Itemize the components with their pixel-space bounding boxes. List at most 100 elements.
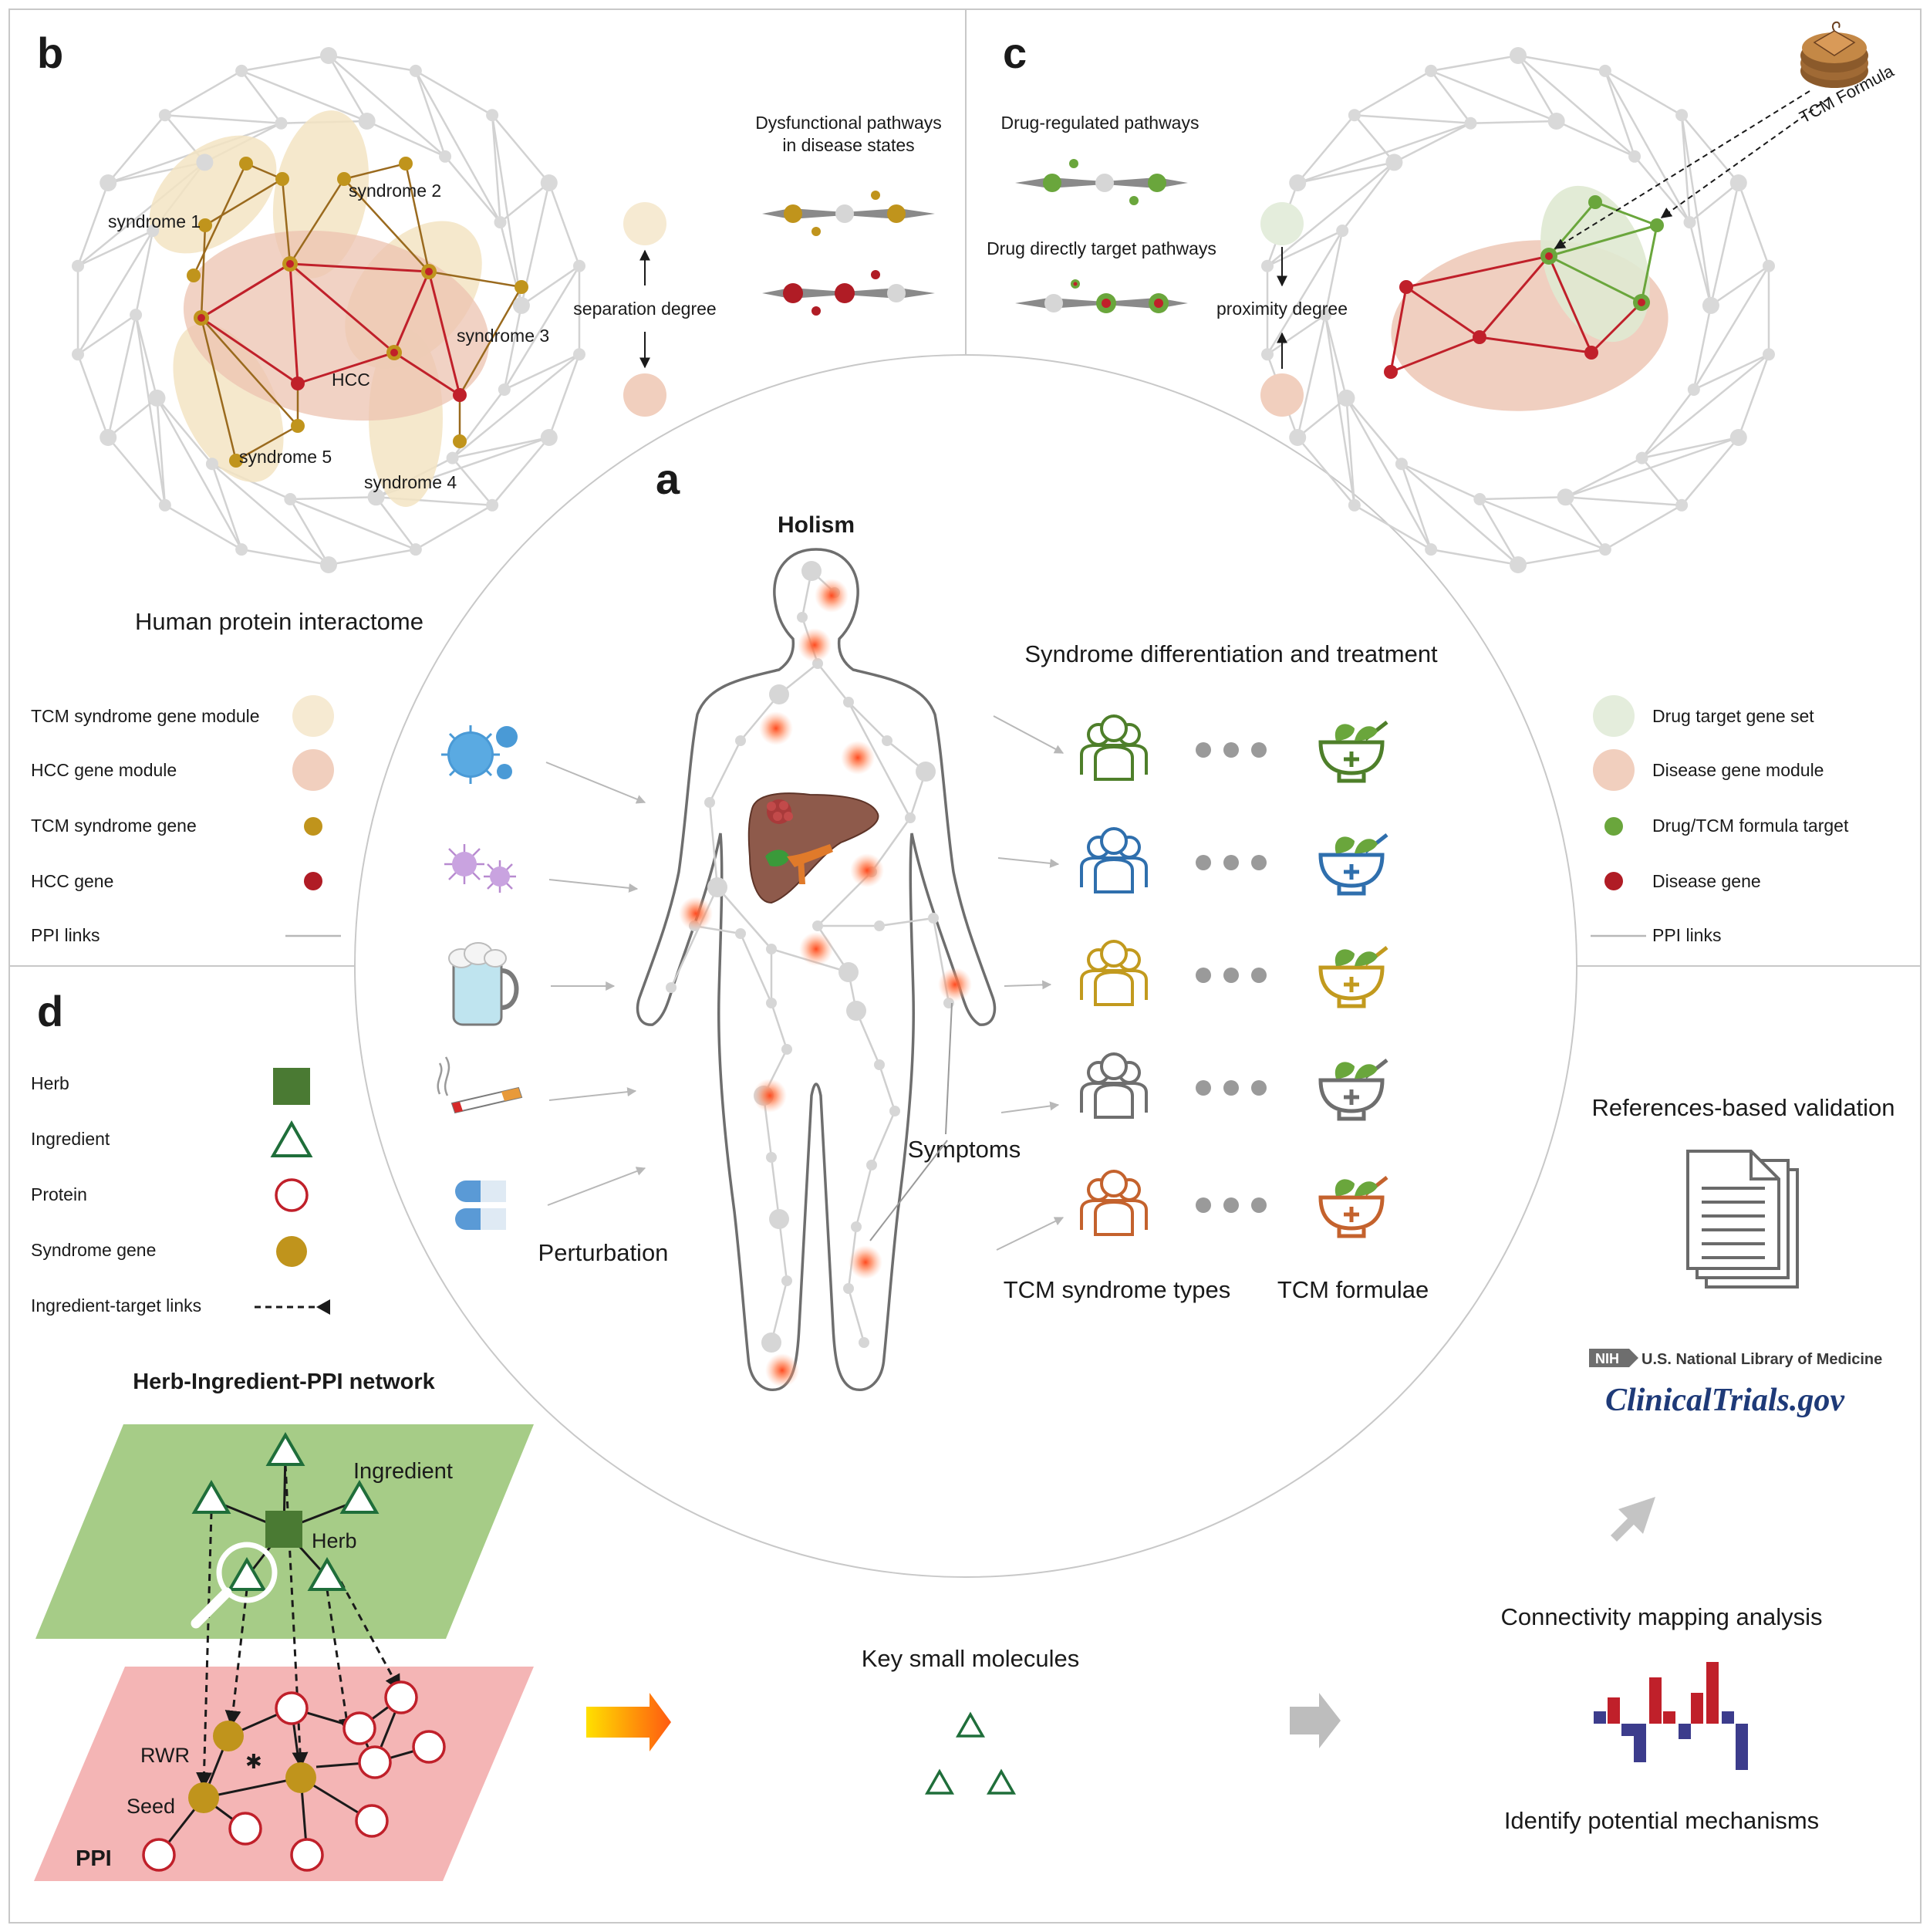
ppi-link — [1393, 122, 1472, 164]
ellipsis-dot — [1251, 742, 1267, 758]
ppi-link — [1680, 115, 1712, 306]
ellipsis-dot — [1223, 742, 1239, 758]
ppi-link — [1517, 54, 1606, 73]
ppi-link — [1604, 70, 1691, 223]
pill-capsules-icon — [455, 1180, 506, 1230]
ppi-link — [451, 457, 494, 506]
protein-node — [367, 488, 385, 506]
ppi-link — [1324, 230, 1344, 316]
ppi-link — [156, 397, 167, 505]
body-link — [879, 917, 934, 927]
protein-node — [1729, 174, 1747, 191]
body-link — [778, 1218, 788, 1282]
nih-logo: NIH — [1589, 1349, 1638, 1367]
body-link — [708, 802, 719, 888]
syndrome-link — [458, 286, 523, 396]
syndrome-gene-node — [515, 280, 528, 294]
ppi-link — [415, 69, 493, 117]
drug-link — [1548, 224, 1658, 258]
ppi-link — [107, 437, 166, 506]
ingredient-node — [265, 1432, 305, 1466]
hcc-link — [427, 271, 461, 396]
ingredient-target-link — [196, 1511, 213, 1789]
perturbation-label: Perturbation — [538, 1239, 669, 1266]
protein-node — [147, 225, 160, 238]
syndrome-link — [281, 178, 292, 265]
protein-node — [1425, 64, 1438, 77]
ppi-link — [1634, 155, 1691, 223]
ppi-link — [1430, 54, 1519, 73]
protein-node — [1289, 174, 1307, 191]
connectivity-bar — [1663, 1711, 1675, 1724]
ppi-link — [1297, 397, 1348, 438]
hotspot-glow — [753, 1079, 787, 1113]
ellipsis-dot — [1196, 1080, 1211, 1096]
protein-node — [412, 1730, 446, 1764]
body-link — [848, 701, 888, 741]
protein-node — [1425, 543, 1438, 556]
ppi-link — [1692, 305, 1712, 390]
ppi-link — [548, 353, 581, 438]
legend-d-ingredient-target: Ingredient-target links — [31, 1295, 201, 1316]
ppi-link — [1692, 265, 1770, 390]
perturb-to-syndrome-arrow — [997, 857, 1060, 868]
protein-node — [358, 112, 376, 130]
syndrome-people-icon — [1080, 1170, 1148, 1236]
ppi-link — [1710, 265, 1770, 306]
ppi-link — [1470, 120, 1557, 124]
rwr-walker-icon: ✱ — [245, 1750, 262, 1773]
ppi-link — [1430, 548, 1519, 566]
body-node — [874, 920, 885, 931]
body-node — [704, 797, 715, 808]
ppi-link — [164, 113, 282, 124]
protein-node — [1702, 296, 1719, 314]
disease-gene-node — [1473, 330, 1486, 344]
body-node — [866, 1160, 877, 1170]
hotspot-glow — [815, 579, 849, 613]
body-node — [905, 812, 916, 823]
ellipsis-dot — [1196, 742, 1211, 758]
seed-label: Seed — [127, 1795, 175, 1818]
protein-node — [130, 309, 143, 322]
ppi-link — [328, 55, 446, 157]
ppi-link — [156, 397, 243, 550]
drug-regulated-pathway — [1015, 159, 1188, 205]
ppi-link — [491, 115, 523, 306]
ppi-link — [134, 230, 154, 316]
drug-direct-pathway — [1015, 279, 1188, 313]
protein-node — [196, 154, 214, 171]
protein-node — [355, 1804, 389, 1838]
ellipsis-dot — [1196, 968, 1211, 983]
ppi-link — [241, 69, 368, 123]
ppi-link — [1517, 55, 1557, 122]
body-node — [766, 998, 777, 1008]
disease-hotspots — [679, 579, 972, 1387]
ppi-link — [1680, 115, 1691, 223]
protein-node — [320, 556, 337, 573]
syndrome-types-label: TCM syndrome types — [1004, 1276, 1231, 1303]
body-link — [770, 1157, 781, 1220]
protein-node — [1510, 556, 1527, 573]
disease-link — [1405, 255, 1550, 289]
ppi-link — [164, 69, 242, 117]
clinicaltrials-logo-text: ClinicalTrials.gov — [1605, 1383, 1845, 1418]
ppi-link — [1517, 548, 1606, 566]
interactome-title: Human protein interactome — [135, 608, 423, 635]
ppi-link — [1401, 463, 1480, 501]
ppi-link — [241, 54, 329, 73]
protein-node — [158, 498, 171, 512]
syndrome-differentiation-title: Syndrome differentiation and treatment — [1024, 640, 1438, 667]
ppi-link — [211, 463, 243, 550]
hotspot-glow — [765, 1353, 799, 1387]
protein-node — [1338, 389, 1355, 407]
perturb-to-syndrome-arrow — [1004, 980, 1052, 990]
protein-node — [1336, 225, 1349, 238]
ellipsis-dot — [1223, 968, 1239, 983]
hcc-gene-node — [453, 388, 467, 402]
herb-node-label: Herb — [312, 1529, 357, 1552]
cigarette-icon — [437, 1056, 523, 1114]
body-node — [769, 684, 789, 704]
drug-link — [1548, 255, 1642, 304]
body-node — [761, 1332, 781, 1353]
